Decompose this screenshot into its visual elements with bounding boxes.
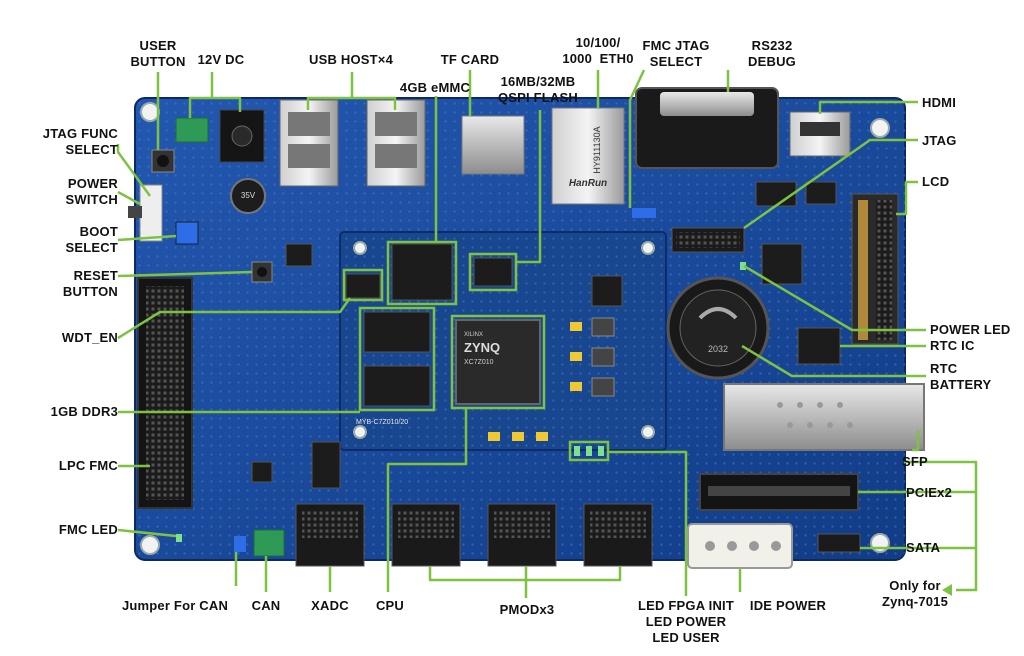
label-ddr3: 1GB DDR3 [50,404,118,419]
label-fmc-jtag-select: FMC JTAG SELECT [642,38,710,69]
label-tf-card: TF CARD [440,52,500,67]
label-xadc: XADC [311,598,349,613]
label-only-for: Only for Zynq-7015 [881,578,949,609]
green-terminal-top [175,117,209,143]
qspi-chip [473,257,513,287]
label-lpc-fmc: LPC FMC [58,458,118,473]
mounting-holes [140,102,890,555]
label-jtag: JTAG [922,133,957,148]
label-sfp: SFP [902,454,928,469]
rtc-ic [797,327,841,365]
label-sata: SATA [906,540,941,555]
label-rtc-battery: RTC BATTERY [930,361,992,392]
small-ics [251,181,837,489]
can-jumper [234,536,246,552]
cap-text: 35V [241,191,256,200]
label-eth: 10/100/ 1000 ETH0 [562,35,634,66]
status-leds [176,262,746,542]
label-can: CAN [251,598,281,613]
label-user-button: USER BUTTON [130,38,186,69]
board-name: MYB-C7Z010/20 [356,419,408,426]
label-qspi: 16MB/32MB QSPI FLASH [497,74,578,105]
chip-brand: XILINX [464,332,483,338]
label-12v-dc: 12V DC [197,52,245,67]
label-pcie: PCIEx2 [906,485,953,500]
label-jumper-can: Jumper For CAN [121,598,229,613]
misc-ic [761,243,803,285]
label-rtc-ic: RTC IC [930,338,975,353]
ddr3-chip-1 [363,311,431,353]
label-wdt-en: WDT_EN [61,330,118,345]
pmod-headers [295,503,653,567]
boot-dip [175,221,199,245]
label-ide-power: IDE POWER [749,598,827,613]
yellow-caps [488,322,582,441]
tf-card-slot [461,115,525,175]
battery-text: 2032 [708,344,728,354]
sfp-cage [723,383,925,451]
electrolytic-cap [230,178,266,214]
callout-boxes [342,240,610,462]
eth-part: HY911130A [592,126,602,173]
label-fmc-led: FMC LED [58,522,118,537]
label-pmod: PMODx3 [499,602,555,617]
fmc-jtag-jumper [632,208,656,218]
ethernet-jack [551,107,625,205]
emmc-chip [391,243,453,301]
label-hdmi: HDMI [922,95,957,110]
label-reset-button: RESET BUTTON [62,268,118,299]
arrow-only-for [942,584,952,596]
cpu-chip [455,319,541,405]
chip-part: XC7Z010 [464,359,494,366]
label-usb-host: USB HOST×4 [309,52,393,67]
chip-name: ZYNQ [464,340,500,355]
label-leds: LED FPGA INIT LED POWER LED USER [637,598,734,645]
sata-connector [817,533,861,553]
label-power-led: POWER LED [930,322,1011,337]
label-lcd: LCD [922,174,950,189]
label-jtag-func-select: JTAG FUNC SELECT [42,126,118,157]
label-cpu: CPU [375,598,405,613]
ddr3-chip-2 [363,365,431,407]
eth-brand: HanRun [569,178,607,189]
label-boot-select: BOOT SELECT [65,224,118,255]
wdt-chip [345,273,381,299]
usb-host-ports [279,99,426,187]
power-switch-part [139,184,163,242]
can-terminal [253,529,285,557]
label-rs232: RS232 DEBUG [748,38,796,69]
callout-lines [116,69,978,598]
label-emmc: 4GB eMMC [399,80,471,95]
label-power-switch: POWER SWITCH [65,176,118,207]
inductors [591,317,615,397]
